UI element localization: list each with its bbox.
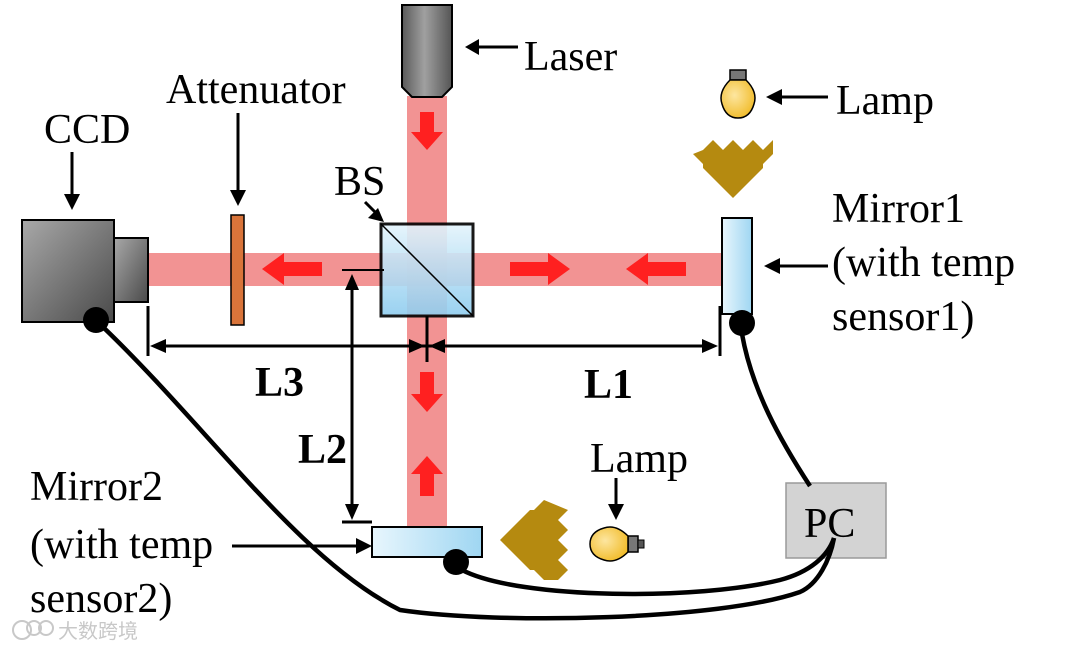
watermark: 大数跨境 [12,619,138,643]
lamp-top-base [729,69,747,81]
mirror1-label-line2: (with temp [832,240,1015,286]
laser-pointer-arrowhead [465,39,479,55]
lamp-top-label: Lamp [836,78,934,124]
watermark-text: 大数跨境 [58,619,138,643]
dimension-l2 [342,269,384,524]
ccd-connector [83,307,109,333]
mirror2 [371,526,483,558]
temp-sensor2 [443,549,469,575]
lamp-bottom [589,526,645,562]
mirror1-pointer-arrowhead [764,258,780,274]
dimension-l3-l1 [146,306,722,362]
mirror2-label-line1: Mirror2 [30,464,163,510]
bs-label: BS [334,159,385,205]
lamp-bottom-label: Lamp [590,436,688,482]
l2-label: L2 [298,427,347,473]
mirror1 [721,217,753,315]
lamp-top [720,69,756,119]
lamp-top-pointer-arrowhead [766,89,782,105]
l3-label: L3 [255,360,304,406]
lamp-bottom-base [627,535,639,553]
laser-device [401,4,453,98]
beam-arrow-left-mid [262,253,322,285]
attenuator [230,214,245,326]
pc-box [785,482,887,559]
attenuator-label: Attenuator [166,67,346,113]
cables [102,326,837,621]
beam-direction-arrows [262,112,686,496]
attenuator-pointer-arrowhead [230,190,246,206]
mirror2-label-line2: (with temp [30,522,213,568]
ccd-camera [21,219,149,323]
beam-arrow-down-top [411,112,443,150]
beam-arrow-up-bottom [411,456,443,496]
beam-arrow-down-bottom [411,372,443,412]
mirror1-label-line1: Mirror1 [832,186,965,232]
mirror2-pointer-arrowhead [356,538,372,554]
l1-label: L1 [584,362,633,408]
ccd-pointer-arrowhead [64,194,80,210]
bs-pointer-arrowhead [368,208,384,222]
light-bulb-icon [720,79,756,119]
heat-wave-icon-top [693,140,773,198]
cable-mirror1-pc [739,333,812,488]
temp-sensor1 [729,310,755,336]
cable-mirror2-pc [460,537,837,597]
watermark-logo-icon [12,620,32,640]
mirror2-label-line3: sensor2) [30,576,172,622]
mirror1-label-line3: sensor1) [832,294,974,340]
beam-arrow-right [510,253,570,285]
light-bulb-icon [589,526,629,562]
cable-ccd-pc [102,326,837,621]
pc-label: PC [804,501,855,547]
laser-label: Laser [524,34,617,80]
heat-wave-icon-bottom [500,500,568,580]
beam-arrow-left-right [626,253,686,285]
beam-splitter [379,222,475,318]
lamp-bottom-pointer-arrowhead [608,504,624,520]
ccd-label: CCD [44,107,130,153]
